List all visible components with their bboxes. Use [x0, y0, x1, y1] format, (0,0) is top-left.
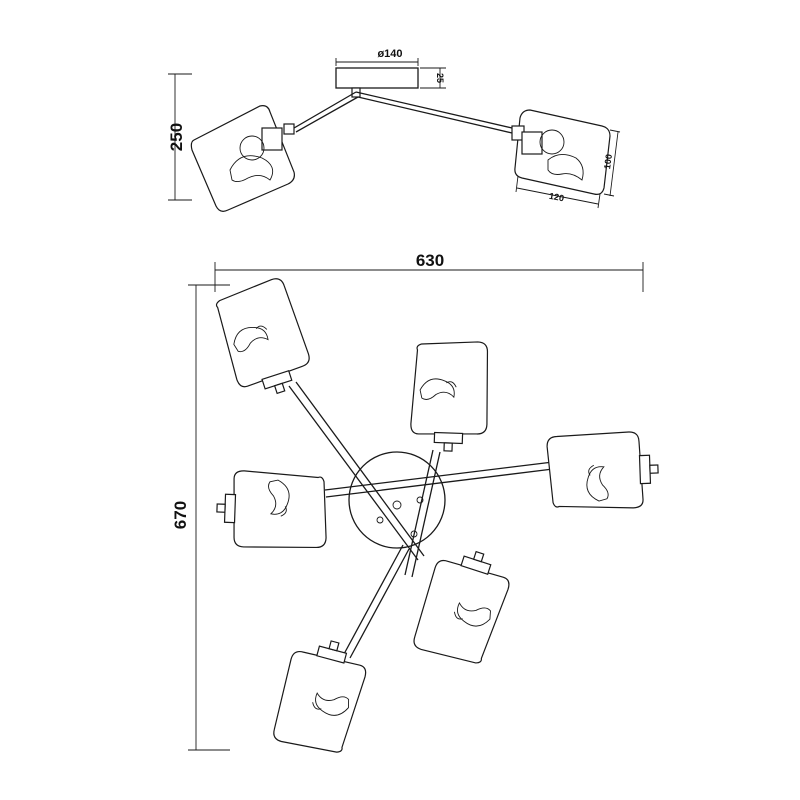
shade-right	[546, 430, 660, 512]
side-canopy: ø140 25	[335, 48, 446, 98]
height-dimension: 250	[167, 73, 192, 201]
top-view: 630 670	[171, 251, 660, 759]
depth-label: 670	[171, 501, 190, 529]
depth-dimension: 670	[171, 284, 230, 751]
side-view: 250 ø140 25	[167, 48, 621, 212]
height-label: 250	[167, 123, 186, 151]
side-shade-right	[511, 109, 611, 195]
shade-top-left	[210, 275, 318, 405]
canopy-height-label: 25	[435, 73, 445, 83]
shade-bottom-left	[269, 631, 373, 759]
side-arms	[293, 91, 513, 134]
shade-dimensions: 100 120	[515, 129, 621, 209]
shade-height-label: 100	[602, 153, 614, 169]
top-arms	[288, 381, 554, 659]
shade-lower-center	[409, 540, 517, 670]
side-shade-left	[190, 105, 295, 212]
canopy-diameter-label: ø140	[377, 48, 402, 60]
top-canopy	[348, 451, 446, 549]
shade-width-label: 120	[548, 191, 565, 204]
shade-left	[215, 469, 329, 551]
width-dimension: 630	[214, 251, 644, 292]
width-label: 630	[416, 251, 444, 270]
shade-upper-center	[409, 339, 491, 453]
